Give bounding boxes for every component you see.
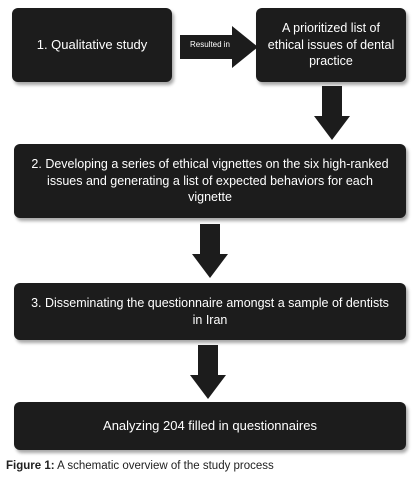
down-arrow-icon [314, 86, 350, 140]
caption-label: Figure 1: [6, 460, 55, 472]
caption-text: A schematic overview of the study proces… [54, 460, 274, 472]
step-1-box: 1. Qualitative study [12, 8, 172, 82]
step-2-text: 2. Developing a series of ethical vignet… [31, 156, 389, 205]
step-3-text: 3. Disseminating the questionnaire among… [31, 295, 389, 327]
down-arrow-icon [192, 224, 228, 278]
figure-caption: Figure 1: A schematic overview of the st… [6, 460, 274, 472]
step-4-text: Analyzing 204 filled in questionnaires [103, 418, 317, 434]
step-3-box: 3. Disseminating the questionnaire among… [14, 283, 406, 340]
step-1-text: 1. Qualitative study [36, 37, 148, 53]
right-arrow-icon [180, 26, 258, 68]
resulted-in-label: Resulted in [189, 40, 231, 49]
result-text: A prioritized list of ethical issues of … [267, 20, 395, 69]
step-4-box: Analyzing 204 filled in questionnaires [14, 402, 406, 450]
step-2-box: 2. Developing a series of ethical vignet… [14, 144, 406, 218]
down-arrow-icon [190, 345, 226, 399]
result-box: A prioritized list of ethical issues of … [256, 8, 406, 82]
